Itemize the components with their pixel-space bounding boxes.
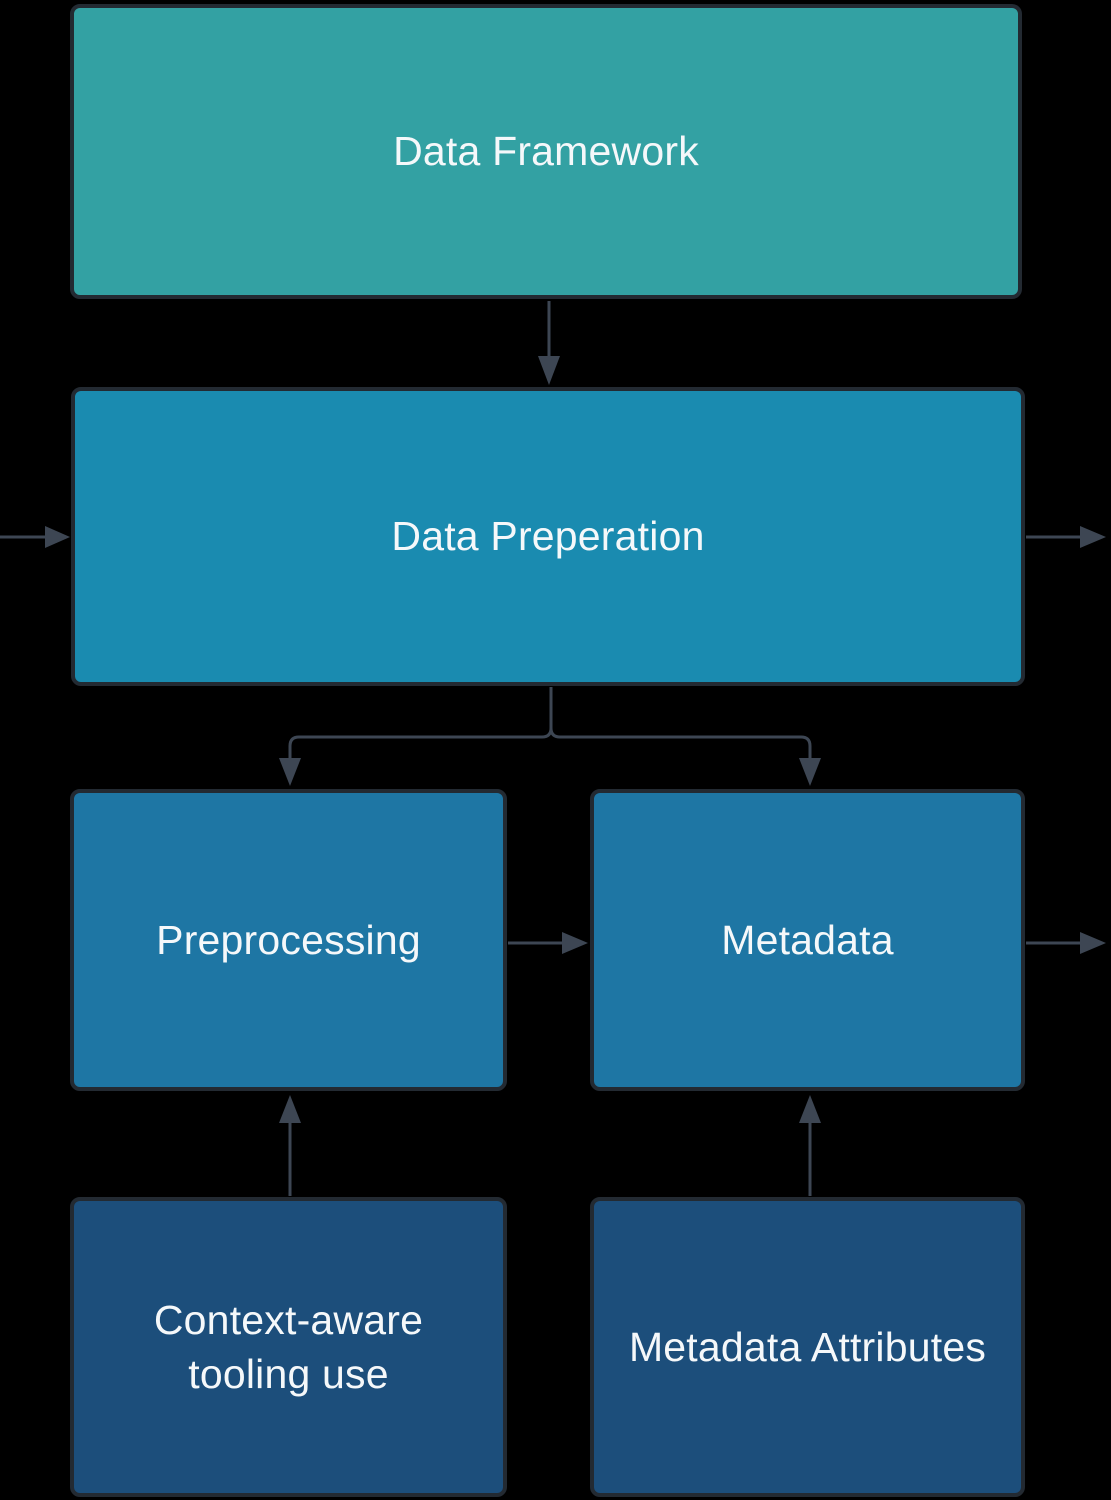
node-metadata-attributes-label: Metadata Attributes (628, 1323, 987, 1370)
node-context-aware-tooling-use-label: Context-aware tooling use (153, 1296, 424, 1397)
edge-datapreperation-to-right-out (1026, 526, 1106, 548)
node-preprocessing-label: Preprocessing (156, 916, 421, 963)
node-data-preperation[interactable]: Data Preperation (71, 387, 1025, 686)
node-data-preperation-label: Data Preperation (391, 513, 705, 560)
edge-datapreperation-to-metadata (549, 687, 821, 786)
edge-dataframework-to-datapreperation (538, 301, 560, 385)
edge-metadata-to-right-out (1026, 932, 1106, 954)
node-metadata-attributes[interactable]: Metadata Attributes (590, 1197, 1025, 1497)
edge-datapreperation-to-preprocessing (279, 687, 553, 786)
node-metadata[interactable]: Metadata (590, 789, 1025, 1091)
edge-metadataattributes-to-metadata (799, 1095, 821, 1196)
edge-contextaware-to-preprocessing (279, 1095, 301, 1196)
node-context-aware-tooling-use[interactable]: Context-aware tooling use (70, 1197, 507, 1497)
node-data-framework-label: Data Framework (393, 128, 699, 175)
node-metadata-label: Metadata (721, 916, 894, 963)
edge-preprocessing-to-metadata (508, 932, 588, 954)
node-data-framework[interactable]: Data Framework (70, 4, 1022, 299)
edge-left-in-to-datapreperation (0, 526, 70, 548)
node-preprocessing[interactable]: Preprocessing (70, 789, 507, 1091)
